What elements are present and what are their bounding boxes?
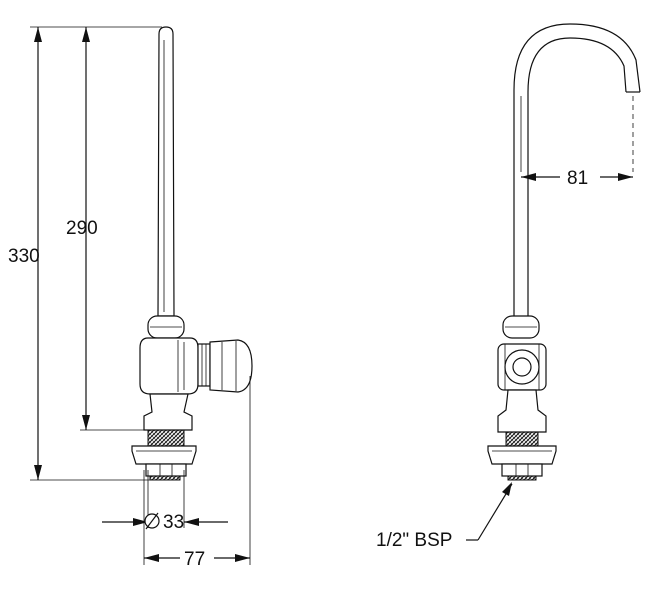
dimension-reach: 81	[521, 164, 633, 190]
thread-spec-label: 1/2" BSP	[376, 530, 452, 551]
side-view	[131, 26, 253, 481]
dimension-thread-diameter: 33	[102, 470, 228, 533]
reach-label: 81	[567, 168, 588, 189]
spout-height-label: 290	[66, 218, 98, 239]
depth-label: 77	[184, 549, 205, 570]
dimension-spout-height: 290	[66, 27, 148, 431]
dimension-depth: 77	[143, 376, 251, 570]
total-height-label: 330	[8, 246, 40, 267]
dimension-total-height: 330	[8, 26, 162, 481]
thread-spec-callout: 1/2" BSP	[376, 482, 513, 551]
front-view	[487, 23, 641, 481]
diameter-symbol-icon	[144, 512, 160, 530]
thread-diameter-label: 33	[163, 512, 184, 533]
